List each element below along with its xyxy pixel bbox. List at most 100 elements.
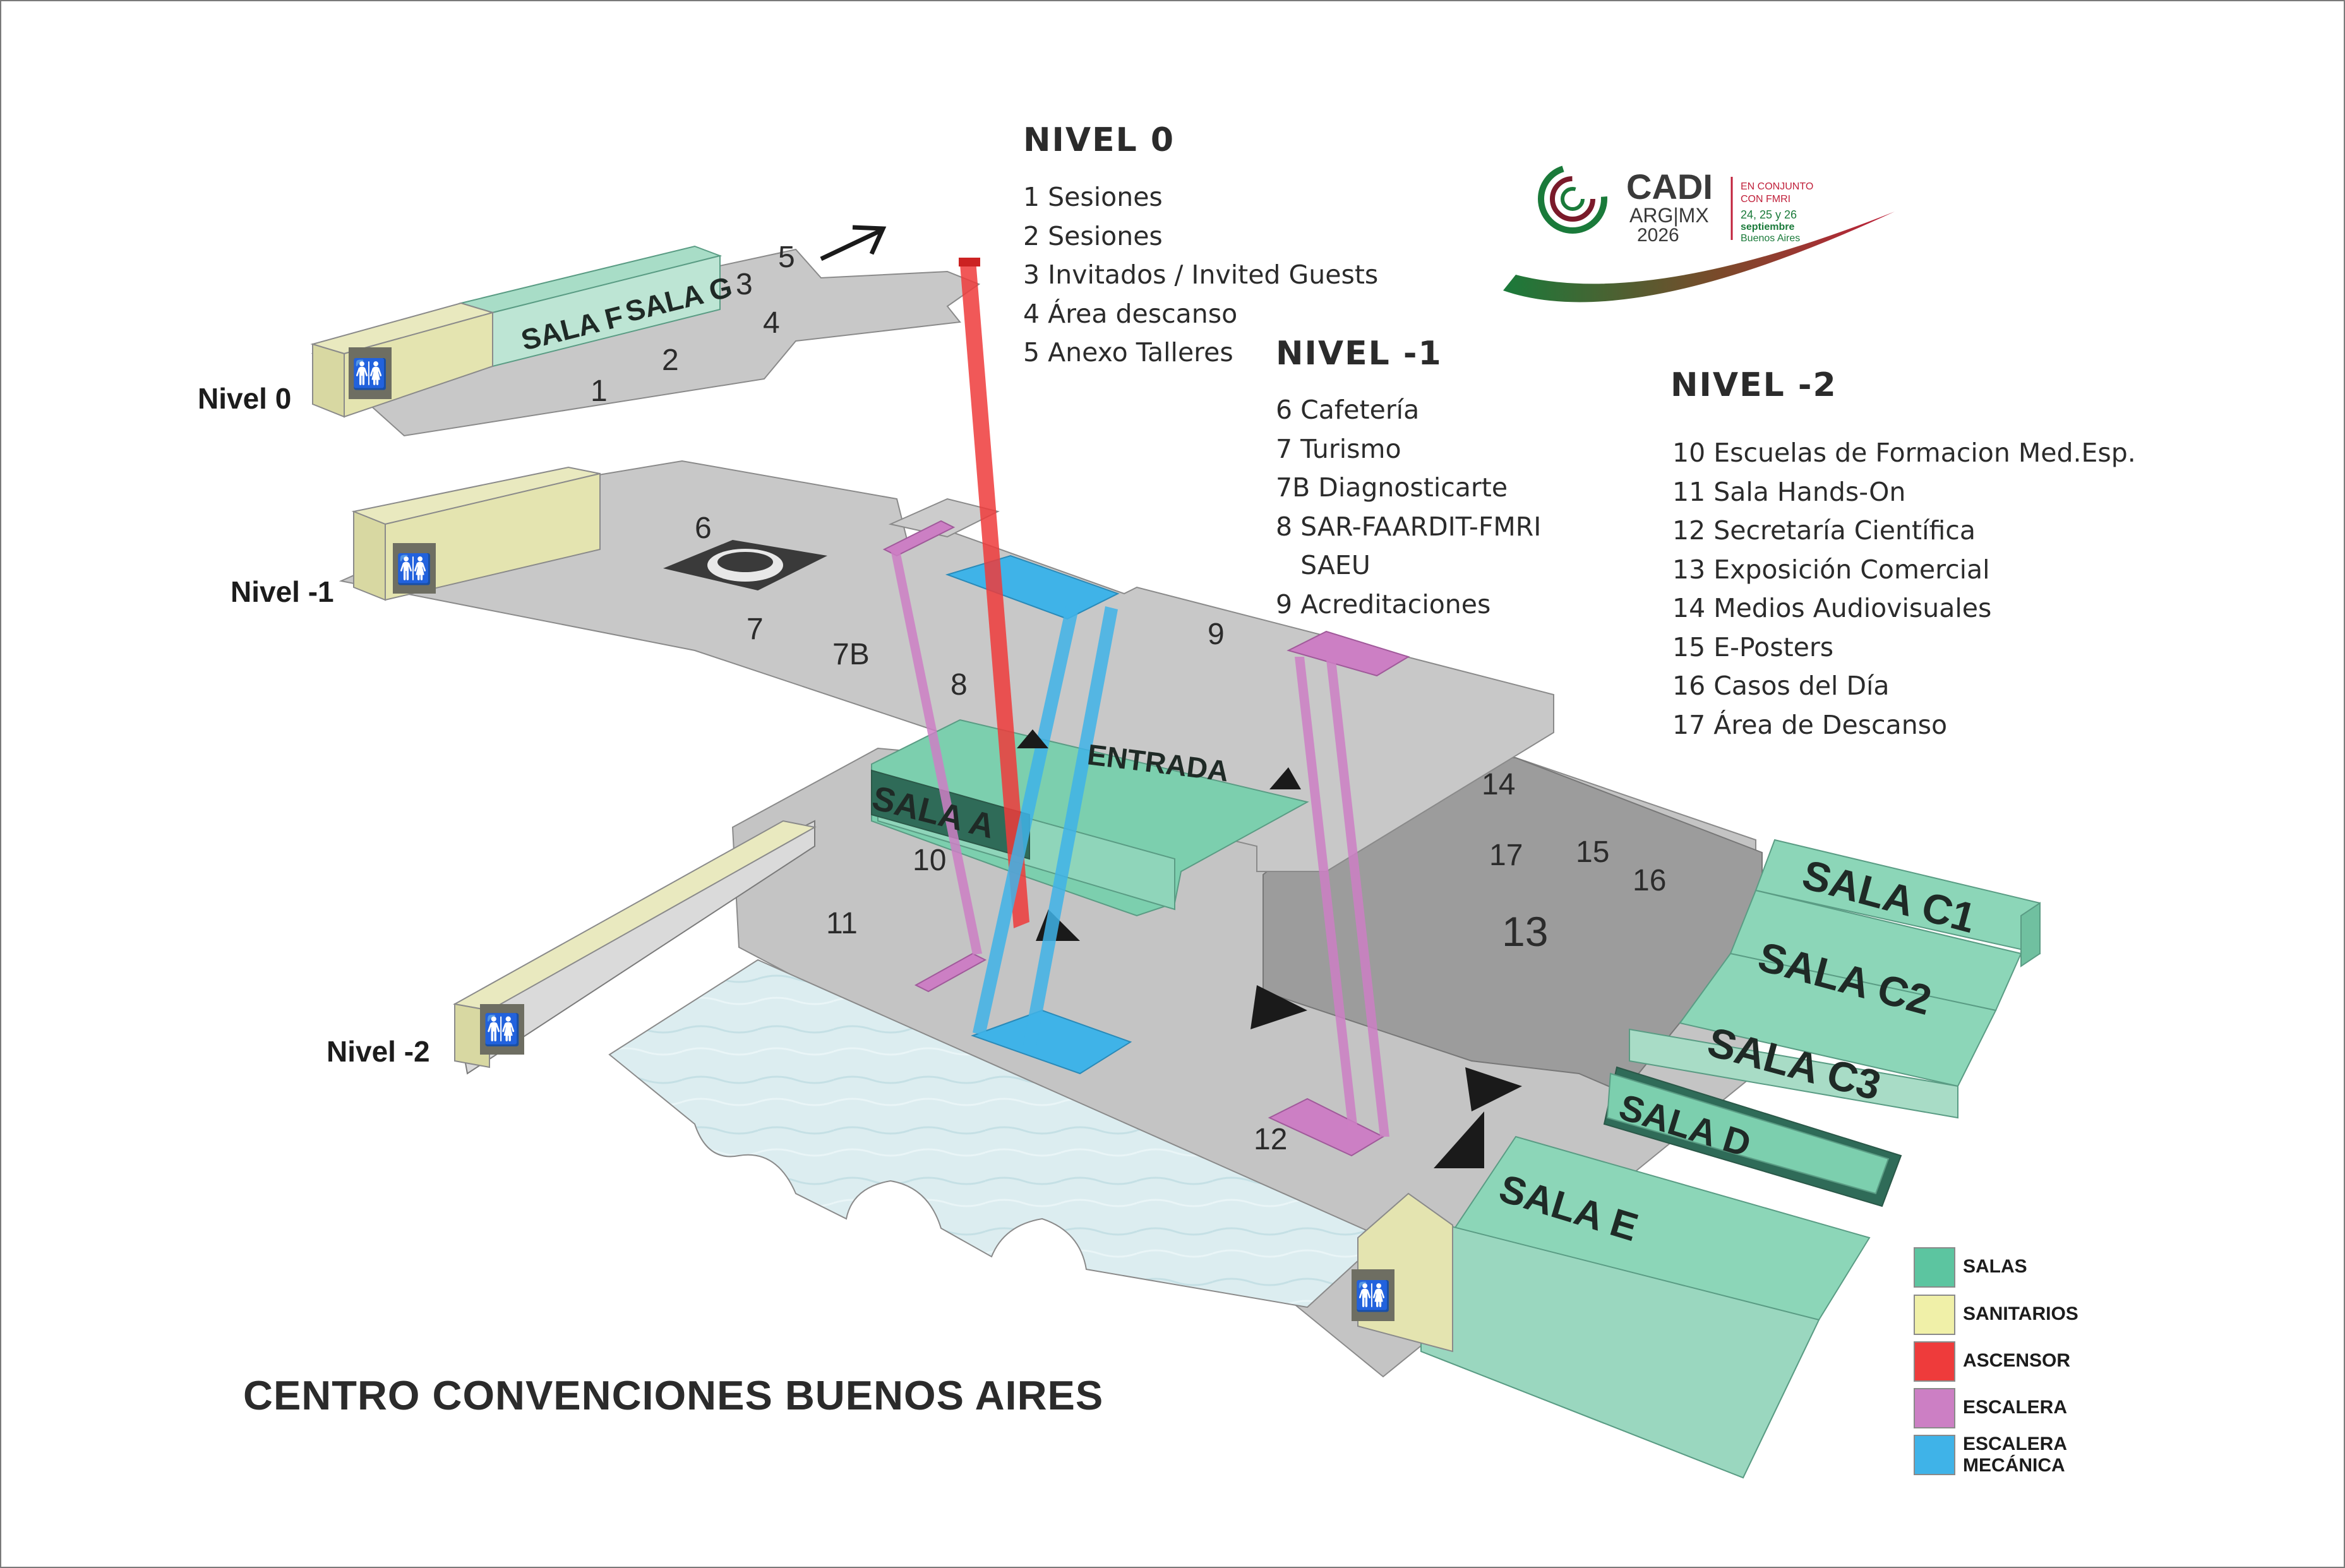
sanitarios-nivel-minus-1-front	[353, 510, 386, 601]
water-area	[608, 959, 1384, 1308]
entrance-arrow-left	[1017, 729, 1048, 748]
color-key-swatch	[1914, 1341, 1955, 1382]
logo-ring-icon	[1538, 164, 1607, 234]
map-label-1: 1	[591, 374, 608, 408]
color-key-swatch	[1914, 1388, 1955, 1428]
logo-city: Buenos Aires	[1741, 233, 1800, 244]
sala-c1-side	[2020, 902, 2041, 967]
level-label-nivel-minus-2: Nivel -2	[327, 1035, 430, 1068]
escalera-mecanica-bottom-pad	[971, 1009, 1132, 1075]
color-key-swatch	[1914, 1435, 1955, 1475]
escalera-shaft-right-a	[1295, 657, 1358, 1130]
map-title: CENTRO CONVENCIONES BUENOS AIRES	[243, 1372, 1104, 1418]
map-label-15: 15	[1576, 835, 1609, 869]
ascensor-top	[959, 258, 980, 266]
color-key-label: ASCENSOR	[1963, 1350, 2071, 1371]
logo-ring-core-icon	[1561, 187, 1585, 211]
map-label-9: 9	[1208, 618, 1225, 651]
nivel-minus-2-item: 13 Exposición Comercial	[1672, 554, 1990, 585]
cadi-logo: CADI ARG|MX 2026 EN CONJUNTO CON FMRI 24…	[1503, 164, 1895, 302]
restroom-icon-right	[1352, 1269, 1394, 1321]
restroom-icon-glyph: 🚻	[396, 552, 432, 586]
nivel-minus-1-title: NIVEL -1	[1276, 335, 1442, 373]
nivel-minus-1-item: 8 SAR-FAARDIT-FMRI	[1276, 511, 1542, 542]
nivel-0-item: 2 Sesiones	[1023, 220, 1163, 251]
direction-arrow-icon	[1434, 1111, 1484, 1168]
nivel-minus-2-item: 12 Secretaría Científica	[1672, 515, 1976, 546]
nivel-0-item: 1 Sesiones	[1023, 182, 1163, 212]
map-label-16: 16	[1633, 864, 1666, 897]
nivel-minus-2-item: 11 Sala Hands-On	[1672, 476, 1906, 507]
color-key-label: SALAS	[1963, 1256, 2027, 1277]
nivel-minus-2-list: 10 Escuelas de Formacion Med.Esp. 11 Sal…	[1672, 434, 2136, 745]
nivel-minus-2-item: 10 Escuelas de Formacion Med.Esp.	[1672, 438, 2136, 468]
coffee-cup-icon	[663, 540, 827, 590]
sala-c-front	[1629, 1028, 1958, 1119]
escalera-pad-9	[1286, 630, 1410, 677]
map-label-7: 7	[747, 613, 764, 646]
nivel-0-item: 3 Invitados / Invited Guests	[1023, 260, 1379, 290]
nivel-minus-1-item: 7B Diagnosticarte	[1276, 472, 1508, 503]
nivel-minus-2-item: 15 E-Posters	[1672, 631, 1834, 662]
nivel-minus-2-item: 17 Área de Descanso	[1672, 709, 1948, 740]
escalera-shaft-right-b	[1326, 660, 1389, 1137]
map-label-17: 17	[1489, 839, 1523, 872]
map-label-7b: 7B	[832, 638, 870, 671]
nivel-minus-1-item: 6 Cafetería	[1276, 395, 1420, 425]
nivel-minus-1-item: 9 Acreditaciones	[1276, 589, 1491, 619]
direction-arrow-icon	[1465, 1067, 1522, 1111]
level-minus-2: 🚻 🚻	[453, 747, 2041, 1479]
restroom-icon	[480, 1004, 524, 1055]
logo-sub1: ARG|MX	[1629, 204, 1709, 227]
nivel-0-list: 1 Sesiones 2 Sesiones 3 Invitados / Invi…	[1023, 178, 1378, 373]
logo-tag1: EN CONJUNTO	[1741, 181, 1813, 192]
sanitarios-nivel-0-front	[312, 343, 345, 418]
color-key-label: SANITARIOS	[1963, 1303, 2078, 1324]
map-label-2: 2	[662, 344, 679, 377]
entrance-arrow-right	[1269, 767, 1301, 789]
level-0: 🚻	[310, 225, 981, 437]
map-label-5: 5	[778, 241, 795, 274]
logo-year: 2026	[1637, 225, 1679, 246]
restroom-icon-glyph: 🚻	[483, 1012, 521, 1048]
logo-ring-inner-icon	[1550, 176, 1595, 222]
map-label-6: 6	[695, 512, 712, 545]
restroom-icon-glyph: 🚻	[352, 357, 388, 391]
restroom-icon-right-glyph: 🚻	[1355, 1279, 1391, 1313]
nivel-minus-2-item: 16 Casos del Día	[1672, 671, 1890, 701]
color-key-swatch	[1914, 1247, 1955, 1288]
nivel-minus-2-item: 14 Medios Audiovisuales	[1672, 593, 1992, 623]
nivel-0-title: NIVEL 0	[1023, 121, 1175, 159]
level-label-nivel-0: Nivel 0	[198, 382, 292, 415]
ascensor-shaft	[960, 260, 1029, 928]
nivel-minus-1-item: SAEU	[1276, 550, 1370, 580]
nivel-minus-2-title: NIVEL -2	[1670, 366, 1837, 404]
color-key-label: ESCALERA MECÁNICA	[1963, 1433, 2068, 1476]
escalera-shaft-left	[891, 549, 982, 955]
direction-arrow-icon	[1250, 985, 1307, 1029]
color-key-swatch	[1914, 1295, 1955, 1335]
sala-d-top	[1606, 1072, 1890, 1195]
map-label-10: 10	[913, 844, 946, 877]
logo-month: septiembre	[1741, 222, 1794, 232]
nivel-minus-1-item: 7 Turismo	[1276, 433, 1401, 464]
logo-dates: 24, 25 y 26	[1741, 208, 1797, 221]
logo-brand: CADI	[1626, 167, 1713, 206]
map-label-4: 4	[763, 306, 780, 340]
map-label-12: 12	[1254, 1123, 1287, 1156]
exit-arrow-icon	[820, 225, 887, 261]
map-label-13: 13	[1502, 908, 1548, 955]
nivel-minus-1-list: 6 Cafetería 7 Turismo 7B Diagnosticarte …	[1276, 391, 1541, 624]
vertical-connectors	[891, 258, 1389, 1137]
escalera-pad-10	[914, 952, 987, 993]
map-label-11: 11	[826, 907, 858, 940]
restroom-icon	[349, 347, 392, 399]
sanitarios-nivel-minus-1-side	[385, 472, 601, 601]
logo-swoosh	[1503, 212, 1895, 302]
logo-tag2: CON FMRI	[1741, 194, 1790, 205]
escalera-mecanica-shaft-b	[1023, 606, 1118, 1048]
nivel-0-item: 5 Anexo Talleres	[1023, 337, 1233, 368]
map-label-14: 14	[1482, 768, 1515, 801]
escalera-mecanica-shaft-a	[973, 600, 1080, 1036]
